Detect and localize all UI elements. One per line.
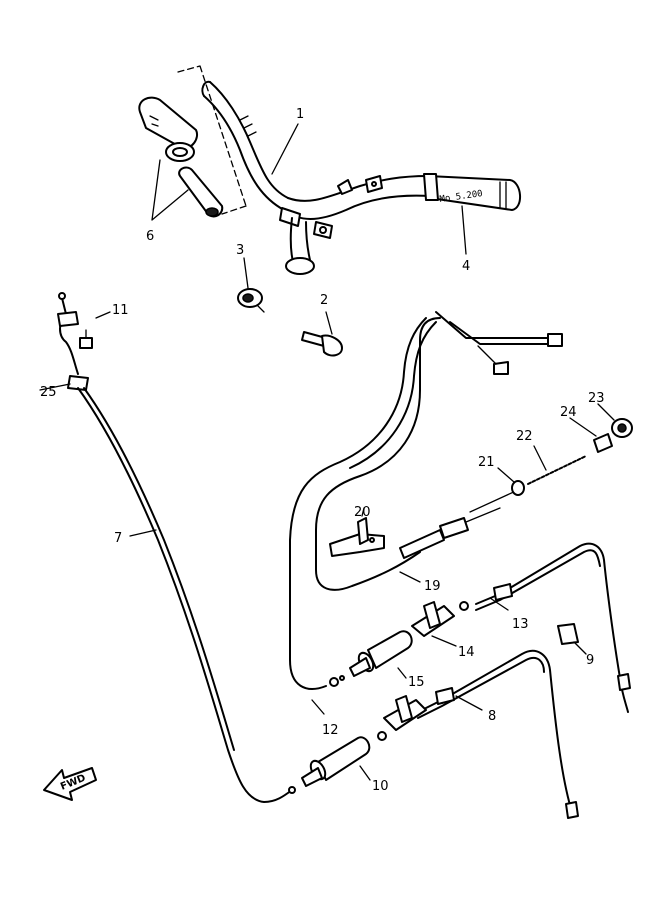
callout-20: 20 — [354, 505, 371, 520]
callout-24: 24 — [560, 405, 577, 420]
cable-13 — [459, 542, 631, 713]
bracket-14 — [411, 601, 457, 647]
nut-3 — [237, 257, 265, 313]
choke-cable-12 — [289, 317, 437, 715]
callout-14: 14 — [458, 645, 475, 660]
callout-6: 6 — [146, 229, 154, 244]
bracket-8 — [377, 695, 427, 741]
callout-25: 25 — [40, 385, 57, 400]
cable-8 — [417, 649, 579, 819]
throttle-cable-7 — [77, 387, 296, 803]
throttle-grip: Mo 5.200 — [423, 173, 521, 211]
callout-4: 4 — [462, 259, 470, 274]
callout-10: 10 — [372, 779, 389, 794]
callout-2: 2 — [320, 293, 328, 308]
callout-11: 11 — [112, 303, 129, 318]
collar-9 — [557, 623, 587, 655]
callout-19: 19 — [424, 579, 441, 594]
callout-15: 15 — [408, 675, 425, 690]
cable-19 — [315, 311, 563, 591]
spring-assembly — [469, 403, 633, 513]
callout-labels: 1 2 3 4 6 7 8 9 10 11 12 13 14 15 19 20 … — [40, 107, 605, 794]
handlebar — [201, 80, 431, 275]
callout-9: 9 — [586, 653, 594, 668]
callout-22: 22 — [516, 429, 533, 444]
adjuster-10 — [301, 736, 371, 787]
callout-3: 3 — [236, 243, 244, 258]
fwd-arrow: FWD — [43, 767, 97, 801]
callout-8: 8 — [488, 709, 496, 724]
throttle-cable-end — [39, 292, 111, 391]
callout-23: 23 — [588, 391, 605, 406]
bolt-2 — [301, 311, 343, 357]
callout-21: 21 — [478, 455, 495, 470]
callout-12: 12 — [322, 723, 339, 738]
bracket-20 — [329, 507, 385, 557]
callout-1: 1 — [296, 107, 304, 122]
adjuster-15 — [349, 630, 413, 679]
callout-7: 7 — [114, 531, 122, 546]
left-grip-set — [138, 65, 247, 221]
callout-13: 13 — [512, 617, 529, 632]
